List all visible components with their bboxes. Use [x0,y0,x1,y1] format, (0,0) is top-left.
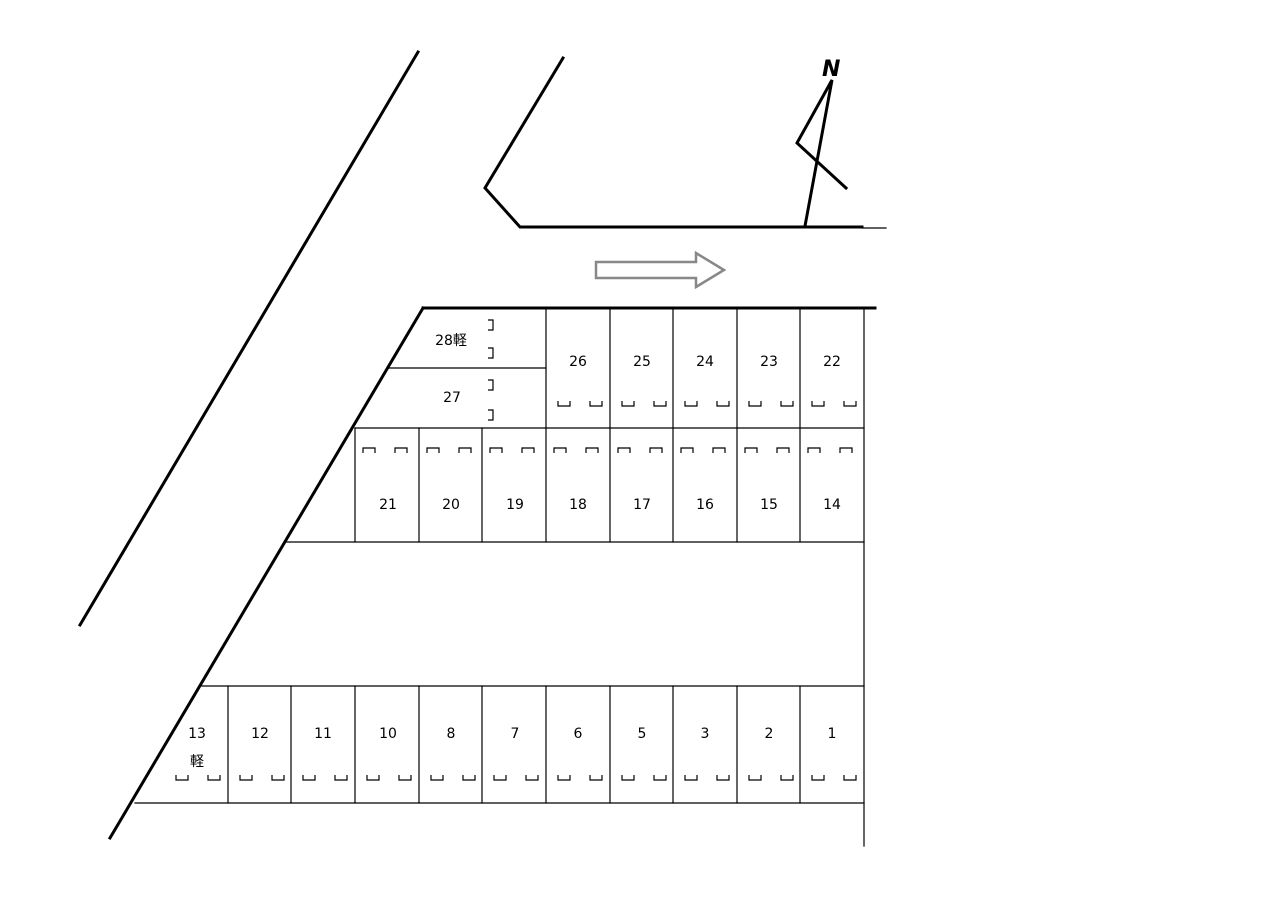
wheel-stop-mark [462,775,476,781]
space-2: 2 [765,726,774,742]
wheel-stop-mark [716,775,730,781]
space-22: 22 [823,354,841,370]
wheel-stop-mark [362,447,376,453]
space-12: 12 [251,726,269,742]
space-10: 10 [379,726,397,742]
wheel-stop-mark [302,775,316,781]
wheel-stop-mark [684,401,698,407]
wheel-stop-mark [684,775,698,781]
wheel-stop-mark [398,775,412,781]
space-17: 17 [633,497,651,513]
wheel-stop-mark [589,775,603,781]
space-19: 19 [506,497,524,513]
space-3: 3 [701,726,710,742]
wheel-stop-marks [175,401,857,781]
space-28: 28軽 [435,333,467,349]
north-arrow-icon: N [795,57,849,228]
space-1: 1 [828,726,837,742]
wheel-stop-mark [394,447,408,453]
space-7: 7 [511,726,520,742]
wheel-stop-mark [843,775,857,781]
wheel-stop-mark [585,447,599,453]
wheel-stop-mark [748,401,762,407]
space-5: 5 [638,726,647,742]
wheel-stop-mark [493,775,507,781]
wheel-stop-mark [649,447,663,453]
space-16: 16 [696,497,714,513]
wheel-stop-mark [780,775,794,781]
space-8: 8 [447,726,456,742]
wheel-stop-mark [653,401,667,407]
wheel-stop-mark [617,447,631,453]
wheel-stop-mark [557,775,571,781]
wheel-stop-mark [680,447,694,453]
top-row: 26 25 24 23 22 28軽 27 [354,309,865,429]
wheel-stop-mark [653,775,667,781]
space-20: 20 [442,497,460,513]
space-14: 14 [823,497,841,513]
wheel-stop-mark [366,775,380,781]
space-26: 26 [569,354,587,370]
left-road-edge [77,49,421,628]
middle-row: 21 20 19 18 17 16 15 14 [286,427,865,543]
wheel-stop-mark [207,775,221,781]
wheel-stop-mark [811,775,825,781]
lot-left-edge [107,305,426,841]
wheel-stop-mark [525,775,539,781]
wheel-stop-mark [807,447,821,453]
upper-road-edge [483,55,864,229]
wheel-stop-mark [744,447,758,453]
bottom-row: 13 軽 12 11 10 8 7 6 5 3 2 1 [188,685,865,804]
space-15: 15 [760,497,778,513]
wheel-stop-mark [748,775,762,781]
space-13: 13 [188,726,206,742]
space-11: 11 [314,726,332,742]
wheel-stop-mark [712,447,726,453]
wheel-stop-marks-28-27 [488,319,494,421]
wheel-stop-mark [780,401,794,407]
wheel-stop-mark [553,447,567,453]
wheel-stop-mark [271,775,285,781]
space-23: 23 [760,354,778,370]
wheel-stop-mark [811,401,825,407]
wheel-stop-mark [557,401,571,407]
wheel-stop-mark [334,775,348,781]
wheel-stop-mark [589,401,603,407]
space-27: 27 [443,390,461,406]
north-label: N [822,57,840,82]
wheel-stop-mark [839,447,853,453]
wheel-stop-mark [843,401,857,407]
space-25: 25 [633,354,651,370]
space-6: 6 [574,726,583,742]
wheel-stop-mark [521,447,535,453]
space-24: 24 [696,354,714,370]
space-18: 18 [569,497,587,513]
wheel-stop-mark [489,447,503,453]
traffic-direction-arrow-icon [594,250,727,290]
wheel-stop-mark [621,775,635,781]
space-13-note: 軽 [190,754,204,770]
wheel-stop-mark [430,775,444,781]
wheel-stop-mark [621,401,635,407]
space-21: 21 [379,497,397,513]
wheel-stop-mark [175,775,189,781]
wheel-stop-mark [776,447,790,453]
wheel-stop-mark [458,447,472,453]
wheel-stop-mark [239,775,253,781]
wheel-stop-mark [716,401,730,407]
wheel-stop-mark [426,447,440,453]
